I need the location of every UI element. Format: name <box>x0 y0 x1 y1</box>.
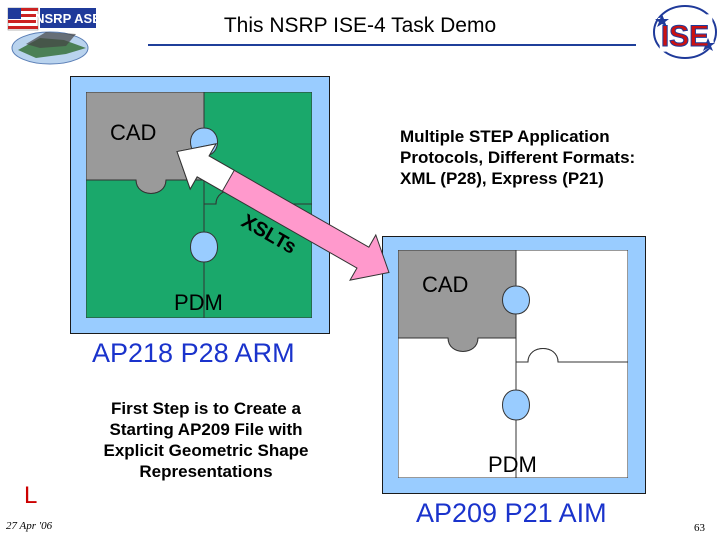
svg-text:ISE: ISE <box>661 20 709 53</box>
stars-icon <box>655 14 715 51</box>
xslt-label: XSLTs <box>238 210 300 258</box>
title-divider <box>148 44 636 46</box>
xslt-arrow-left-tip <box>176 143 235 192</box>
ise-logo: ISE <box>653 5 717 59</box>
right-format-label: AP209 P21 AIM <box>416 498 607 528</box>
first-step-note: First Step is to Create a Starting AP209… <box>103 399 309 481</box>
left-pdm-label: PDM <box>174 290 223 315</box>
right-pdm-label: PDM <box>488 452 537 477</box>
xslt-label-svg: XSLTs <box>238 210 300 258</box>
eagle-icon <box>26 32 76 48</box>
right-cad-label: CAD <box>422 272 469 297</box>
left-format-label: AP218 P28 ARM <box>92 338 295 368</box>
right-puzzle <box>398 250 628 478</box>
logo-text: NSRP ASE <box>35 11 98 26</box>
nsrp-ase-logo: NSRP ASE <box>6 4 98 68</box>
left-cad-label: CAD <box>110 120 157 145</box>
puzzle-piece <box>515 348 628 478</box>
page-number: 63 <box>694 522 705 534</box>
footer-letter: L <box>24 482 38 509</box>
footer-date: 27 Apr '06 <box>6 520 53 532</box>
protocols-note: Multiple STEP Application Protocols, Dif… <box>400 127 636 188</box>
page-title: This NSRP ISE-4 Task Demo <box>223 14 497 37</box>
us-flag-icon <box>8 8 38 29</box>
